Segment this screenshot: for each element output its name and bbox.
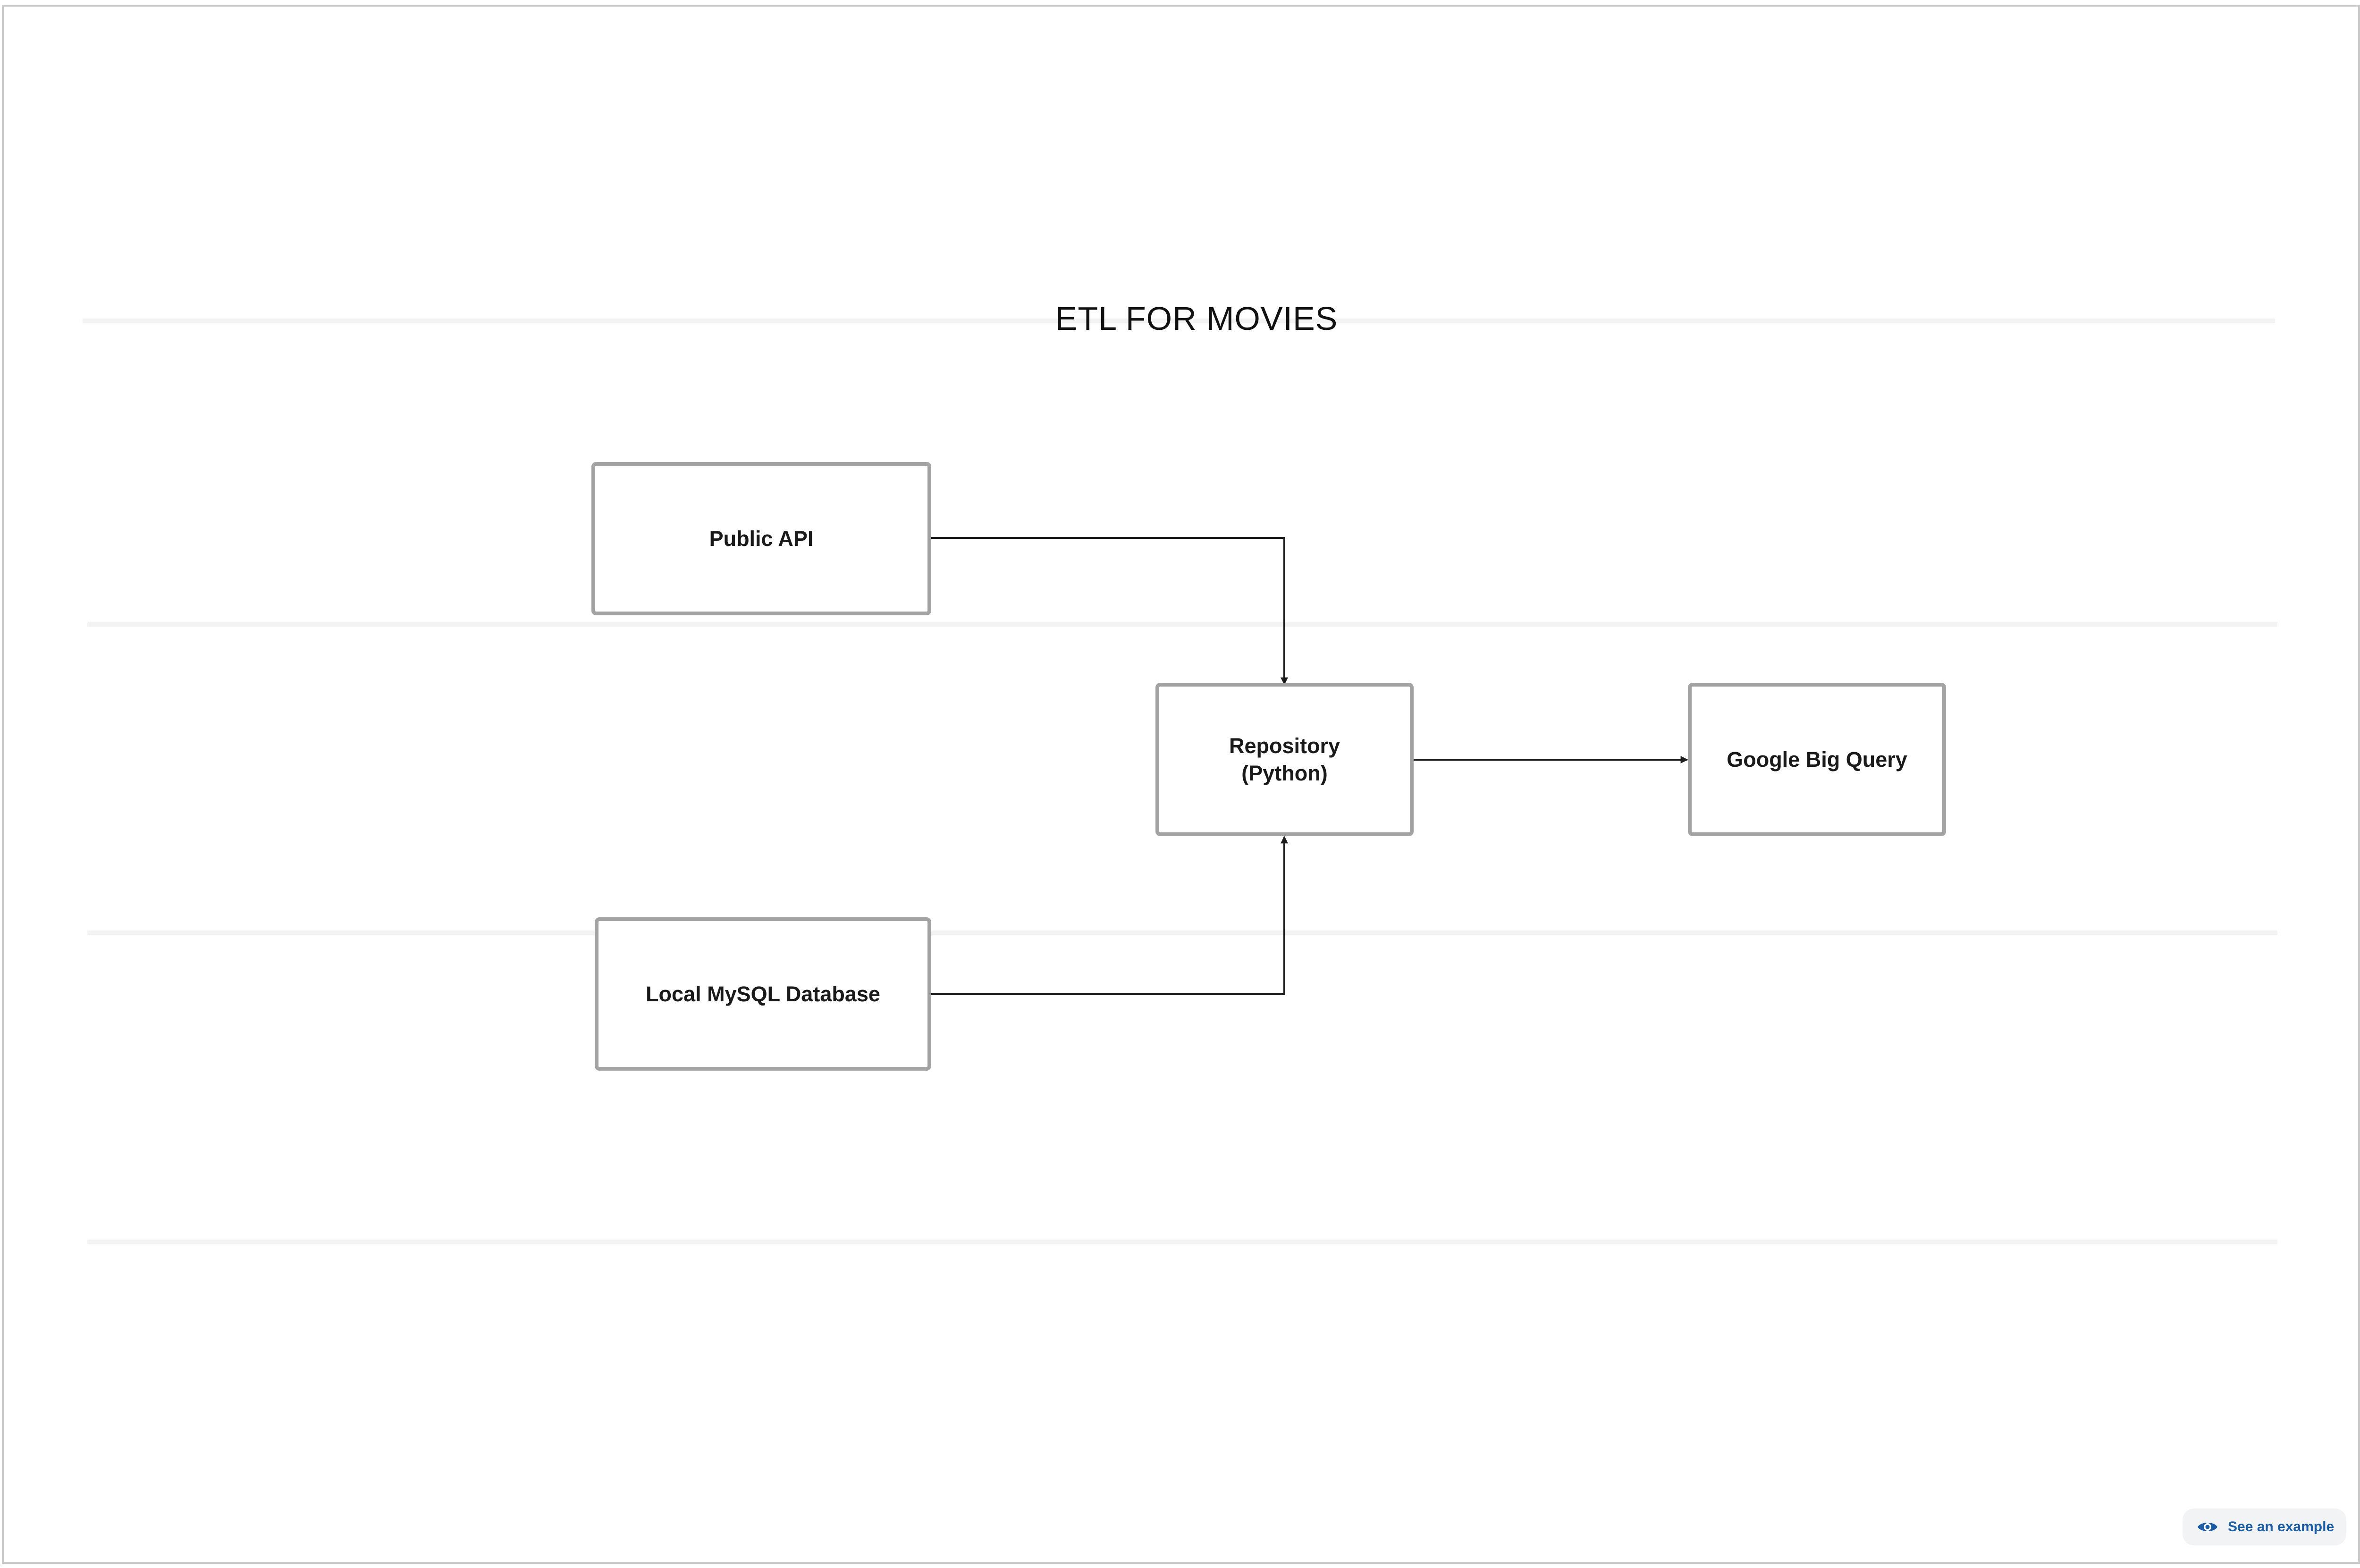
edge-mysql-to-repository[interactable]	[930, 836, 1288, 995]
node-public-api[interactable]: Public API	[591, 462, 931, 615]
see-example-label: See an example	[2228, 1519, 2335, 1534]
see-example-button[interactable]: See an example	[2183, 1509, 2346, 1545]
node-repository[interactable]: Repository (Python)	[1155, 683, 1414, 836]
canvas-frame	[2, 5, 2360, 1564]
eye-icon	[2197, 1518, 2218, 1535]
diagram-title: ETL FOR MOVIES	[1055, 300, 1338, 337]
edge-public-api-to-repository[interactable]	[930, 537, 1288, 685]
node-local-mysql-database[interactable]: Local MySQL Database	[595, 917, 931, 1071]
node-label: Public API	[709, 526, 814, 551]
node-google-big-query[interactable]: Google Big Query	[1688, 683, 1946, 836]
node-label: Google Big Query	[1727, 747, 1907, 771]
node-label: Local MySQL Database	[646, 981, 880, 1006]
node-label: Repository (Python)	[1229, 733, 1340, 785]
